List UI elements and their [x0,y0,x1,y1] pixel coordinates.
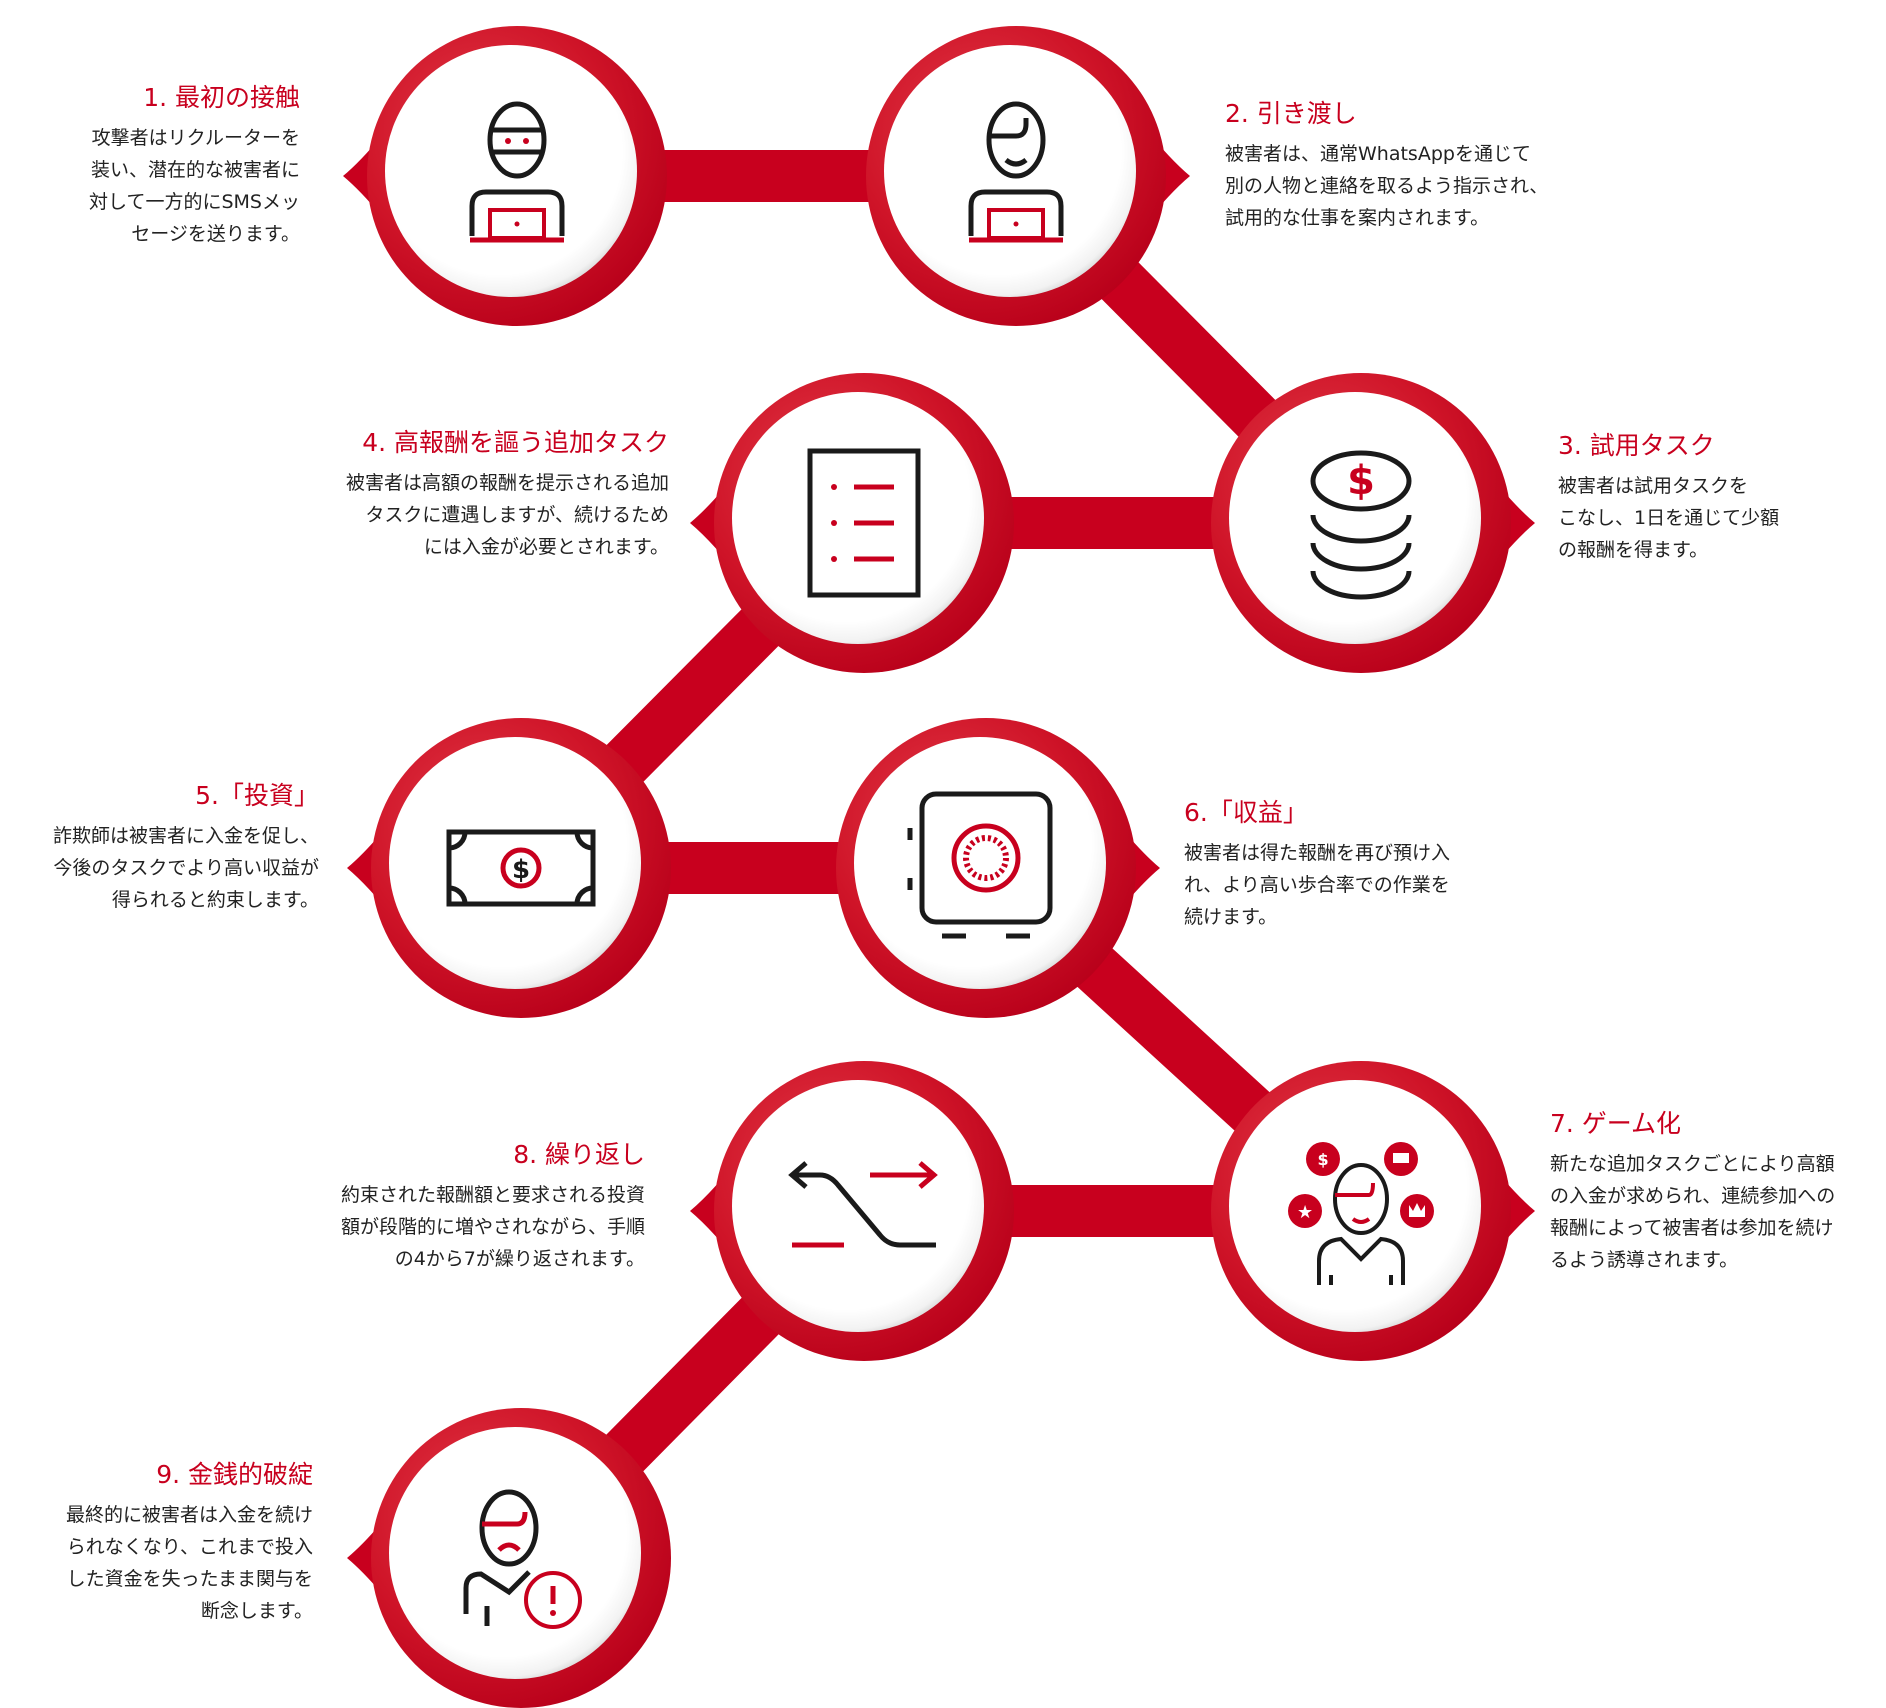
step-4-text: 4. 高報酬を謳う追加タスク被害者は高額の報酬を提示される追加タスクに遭遇します… [269,427,669,563]
svg-text:$: $ [1347,458,1375,504]
step-9-text: 9. 金銭的破綻最終的に被害者は入金を続けられなくなり、これまで投入した資金を失… [0,1459,313,1627]
step-8-text: 8. 繰り返し約束された報酬額と要求される投資額が段階的に増やされながら、手順の… [245,1139,645,1275]
step-node-1 [343,26,667,326]
step-description-line: 断念します。 [200,1600,313,1622]
step-description-line: 今後のタスクでより高い収益が [53,857,319,879]
svg-text:$: $ [1317,1150,1328,1169]
step-description-line: 新たな追加タスクごとにより高額 [1550,1153,1835,1175]
step-description-line: れ、より高い歩合率での作業を [1184,874,1450,896]
ring-inner [1229,1080,1481,1332]
step-node-3: $ [1211,373,1535,673]
step-3-text: 3. 試用タスク被害者は試用タスクをこなし、1日を通じて少額の報酬を得ます。 [1558,430,1886,566]
step-description-line: 被害者は高額の報酬を提示される追加 [345,472,669,494]
ring-inner [732,392,984,644]
ring-inner [1229,392,1481,644]
step-description-line: 装い、潜在的な被害者に [90,159,300,181]
step-description-line: には入金が必要とされます。 [423,536,669,558]
step-title: 7. ゲーム化 [1550,1109,1682,1138]
step-6-text: 6.「収益」被害者は得た報酬を再び預け入れ、より高い歩合率での作業を続けます。 [1184,797,1584,933]
ring-inner [884,45,1136,297]
masked-attacker-laptop-icon [469,101,565,243]
step-description-line: 別の人物と連絡を取るよう指示され、 [1225,175,1549,197]
banknote-icon: $ [446,829,596,907]
step-title: 3. 試用タスク [1558,431,1715,460]
step-title: 1. 最初の接触 [143,83,300,112]
step-title: 4. 高報酬を謳う追加タスク [362,428,669,457]
step-5-text: 5.「投資」詐欺師は被害者に入金を促し、今後のタスクでより高い収益が得られると約… [0,780,319,916]
step-description-line: 被害者は試用タスクを [1558,475,1749,497]
step-description-line: 試用的な仕事を案内されます。 [1225,207,1490,229]
step-node-2 [866,26,1190,326]
step-description-line: 対して一方的にSMSメッ [89,191,300,213]
step-description-line: の入金が求められ、連続参加への [1550,1185,1836,1207]
step-description-line: 額が段階的に増やされながら、手順 [340,1216,645,1238]
step-description-line: 被害者は、通常WhatsAppを通じて [1225,143,1531,165]
step-description-line: 報酬によって被害者は参加を続け [1550,1217,1834,1239]
step-description-line: 詐欺師は被害者に入金を促し、 [52,825,319,847]
ring-inner [854,737,1106,989]
step-7-text: 7. ゲーム化新たな追加タスクごとにより高額の入金が求められ、連続参加への報酬に… [1550,1108,1886,1276]
svg-text:★: ★ [1297,1202,1313,1223]
safe-icon [907,791,1053,939]
task-list-icon [807,448,921,598]
step-title: 5.「投資」 [195,781,319,810]
step-node-9 [347,1408,671,1708]
step-description-line: 最終的に被害者は入金を続け [65,1504,313,1526]
step-description-line: こなし、1日を通じて少額 [1558,507,1780,529]
coin-stack-icon: $ [1310,450,1412,600]
step-description-line: 約束された報酬額と要求される投資 [340,1184,645,1206]
step-title: 6.「収益」 [1184,798,1308,827]
step-description-line: セージを送ります。 [131,223,300,245]
step-2-text: 2. 引き渡し被害者は、通常WhatsAppを通じて別の人物と連絡を取るよう指示… [1225,98,1625,234]
step-node-4 [690,373,1014,673]
step-title: 8. 繰り返し [513,1140,645,1169]
ring-inner [389,1427,641,1679]
step-title: 9. 金銭的破綻 [156,1460,313,1489]
step-description-line: られなくなり、これまで投入 [66,1536,313,1558]
repeat-arrows-icon [788,1161,938,1248]
step-description-line: 得られると約束します。 [111,889,319,911]
step-node-6 [836,718,1160,1018]
step-node-5: $ [347,718,671,1018]
step-description-line: るよう誘導されます。 [1550,1249,1739,1271]
step-description-line: 続けます。 [1184,906,1278,928]
step-title: 2. 引き渡し [1225,99,1357,128]
step-description-line: 被害者は得た報酬を再び預け入 [1184,842,1451,864]
person-laptop-icon [968,101,1064,243]
step-description-line: の4から7が繰り返されます。 [394,1248,645,1270]
step-description-line: タスクに遭遇しますが、続けるため [365,504,669,526]
step-description-line: 攻撃者はリクルーターを [91,127,300,149]
svg-text:$: $ [512,855,530,885]
step-node-7: $ ★ [1211,1061,1535,1361]
distressed-person-alert-icon [463,1489,582,1629]
step-1-text: 1. 最初の接触攻撃者はリクルーターを装い、潜在的な被害者に対して一方的にSMS… [0,82,300,250]
ring-inner [385,45,637,297]
step-node-8 [690,1061,1014,1361]
step-description-line: の報酬を得ます。 [1558,539,1709,561]
gamified-person-icon: $ ★ [1288,1142,1434,1285]
step-description-line: した資金を失ったまま関与を [66,1568,313,1590]
